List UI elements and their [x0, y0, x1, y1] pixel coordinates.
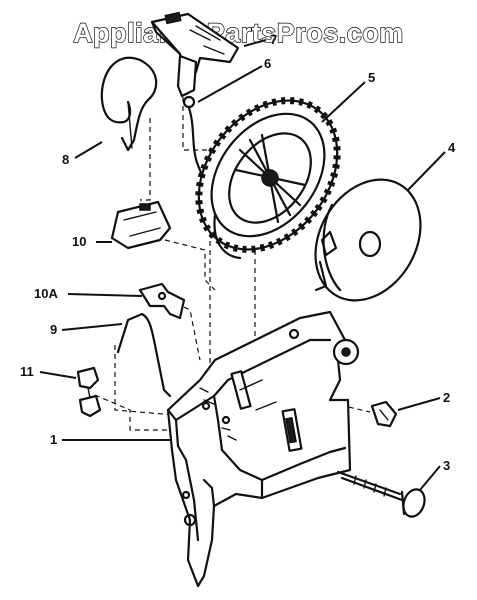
callout-9: 9: [50, 322, 57, 337]
part-5-cam-gear: [195, 97, 341, 260]
part-3-screw: [336, 470, 426, 518]
part-4-disc: [314, 178, 422, 302]
part-10a-bracket: [138, 282, 186, 320]
callout-10a: 10A: [34, 286, 58, 301]
callout-6: 6: [264, 56, 271, 71]
callout-labels: 7 6 5 4 8 10 10A 9 11 1 2 3: [20, 32, 456, 473]
part-2-tab: [370, 400, 398, 428]
callout-2: 2: [443, 390, 450, 405]
callout-4: 4: [448, 140, 456, 155]
part-9-wire-link: [116, 312, 172, 398]
part-10-plate: [110, 200, 172, 250]
callout-8: 8: [62, 152, 69, 167]
callout-5: 5: [368, 70, 375, 85]
callout-11: 11: [20, 364, 34, 379]
part-11-clip: [76, 366, 102, 418]
callout-10: 10: [72, 234, 86, 249]
leader-lines: [39, 39, 446, 491]
watermark-logo: AppliancePartsPros.com: [72, 17, 404, 48]
callout-7: 7: [270, 32, 277, 47]
callout-1: 1: [50, 432, 57, 447]
part-1-main-bracket: [166, 310, 360, 588]
part-8-wire-clip: [100, 56, 158, 152]
part-7-actuator-knob: [150, 11, 240, 98]
callout-3: 3: [443, 458, 450, 473]
